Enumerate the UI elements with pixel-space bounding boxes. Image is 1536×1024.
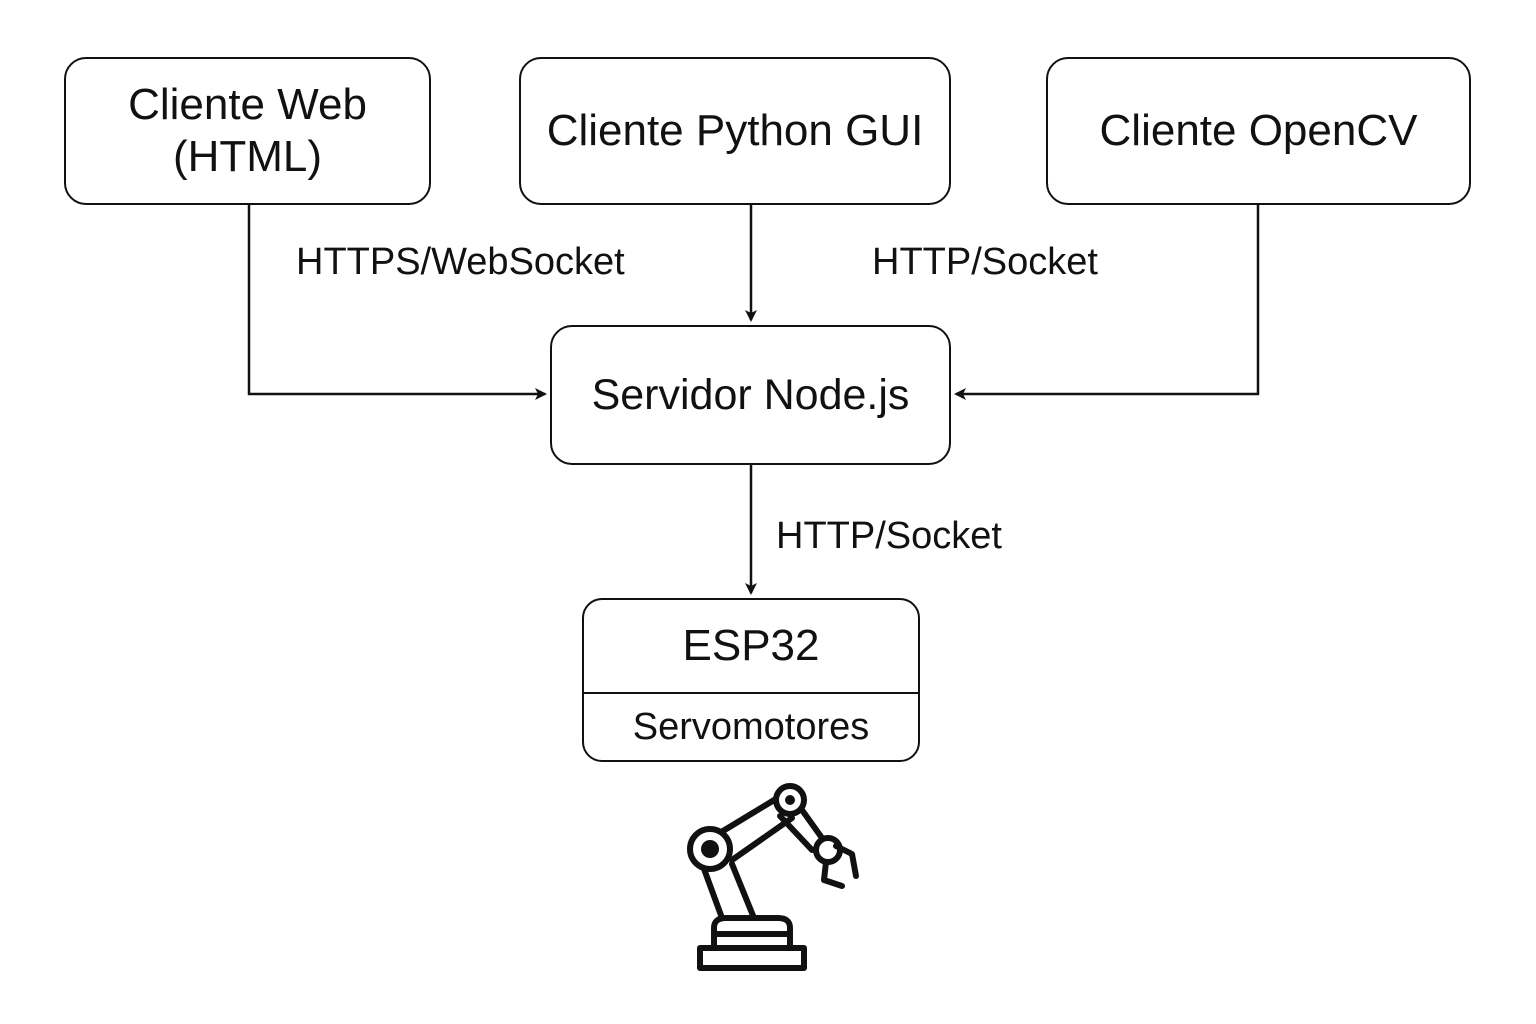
node-cliente-web-label: Cliente Web (HTML) bbox=[128, 80, 367, 181]
robot-gripper-upper bbox=[833, 843, 859, 879]
robot-upper-arm bbox=[715, 791, 795, 863]
robot-gripper-lower bbox=[821, 859, 845, 889]
robot-elbow-pin bbox=[785, 795, 795, 805]
robot-wrist-joint bbox=[813, 835, 843, 865]
robot-shoulder-pin bbox=[701, 840, 719, 858]
edge-web-to-server bbox=[247, 205, 547, 400]
node-esp32-subtitle: Servomotores bbox=[632, 705, 870, 748]
edge-label-opencv-server: HTTP/Socket bbox=[872, 241, 1098, 283]
node-esp32-title: ESP32 bbox=[584, 600, 918, 694]
node-servidor-label: Servidor Node.js bbox=[591, 371, 910, 419]
node-esp32: ESP32 Servomotores bbox=[582, 598, 920, 762]
node-servidor: Servidor Node.js bbox=[550, 325, 951, 465]
node-cliente-opencv-label: Cliente OpenCV bbox=[1099, 106, 1418, 155]
edge-label-server-esp: HTTP/Socket bbox=[776, 515, 1002, 557]
robot-base-plate bbox=[697, 945, 807, 971]
node-cliente-python-label: Cliente Python GUI bbox=[546, 106, 924, 155]
edge-label-web-server: HTTPS/WebSocket bbox=[296, 241, 625, 283]
node-cliente-python: Cliente Python GUI bbox=[519, 57, 951, 205]
node-cliente-opencv: Cliente OpenCV bbox=[1046, 57, 1471, 205]
robot-arm-icon bbox=[687, 783, 859, 971]
edge-opencv-to-server bbox=[954, 205, 1260, 400]
node-cliente-web: Cliente Web (HTML) bbox=[64, 57, 431, 205]
